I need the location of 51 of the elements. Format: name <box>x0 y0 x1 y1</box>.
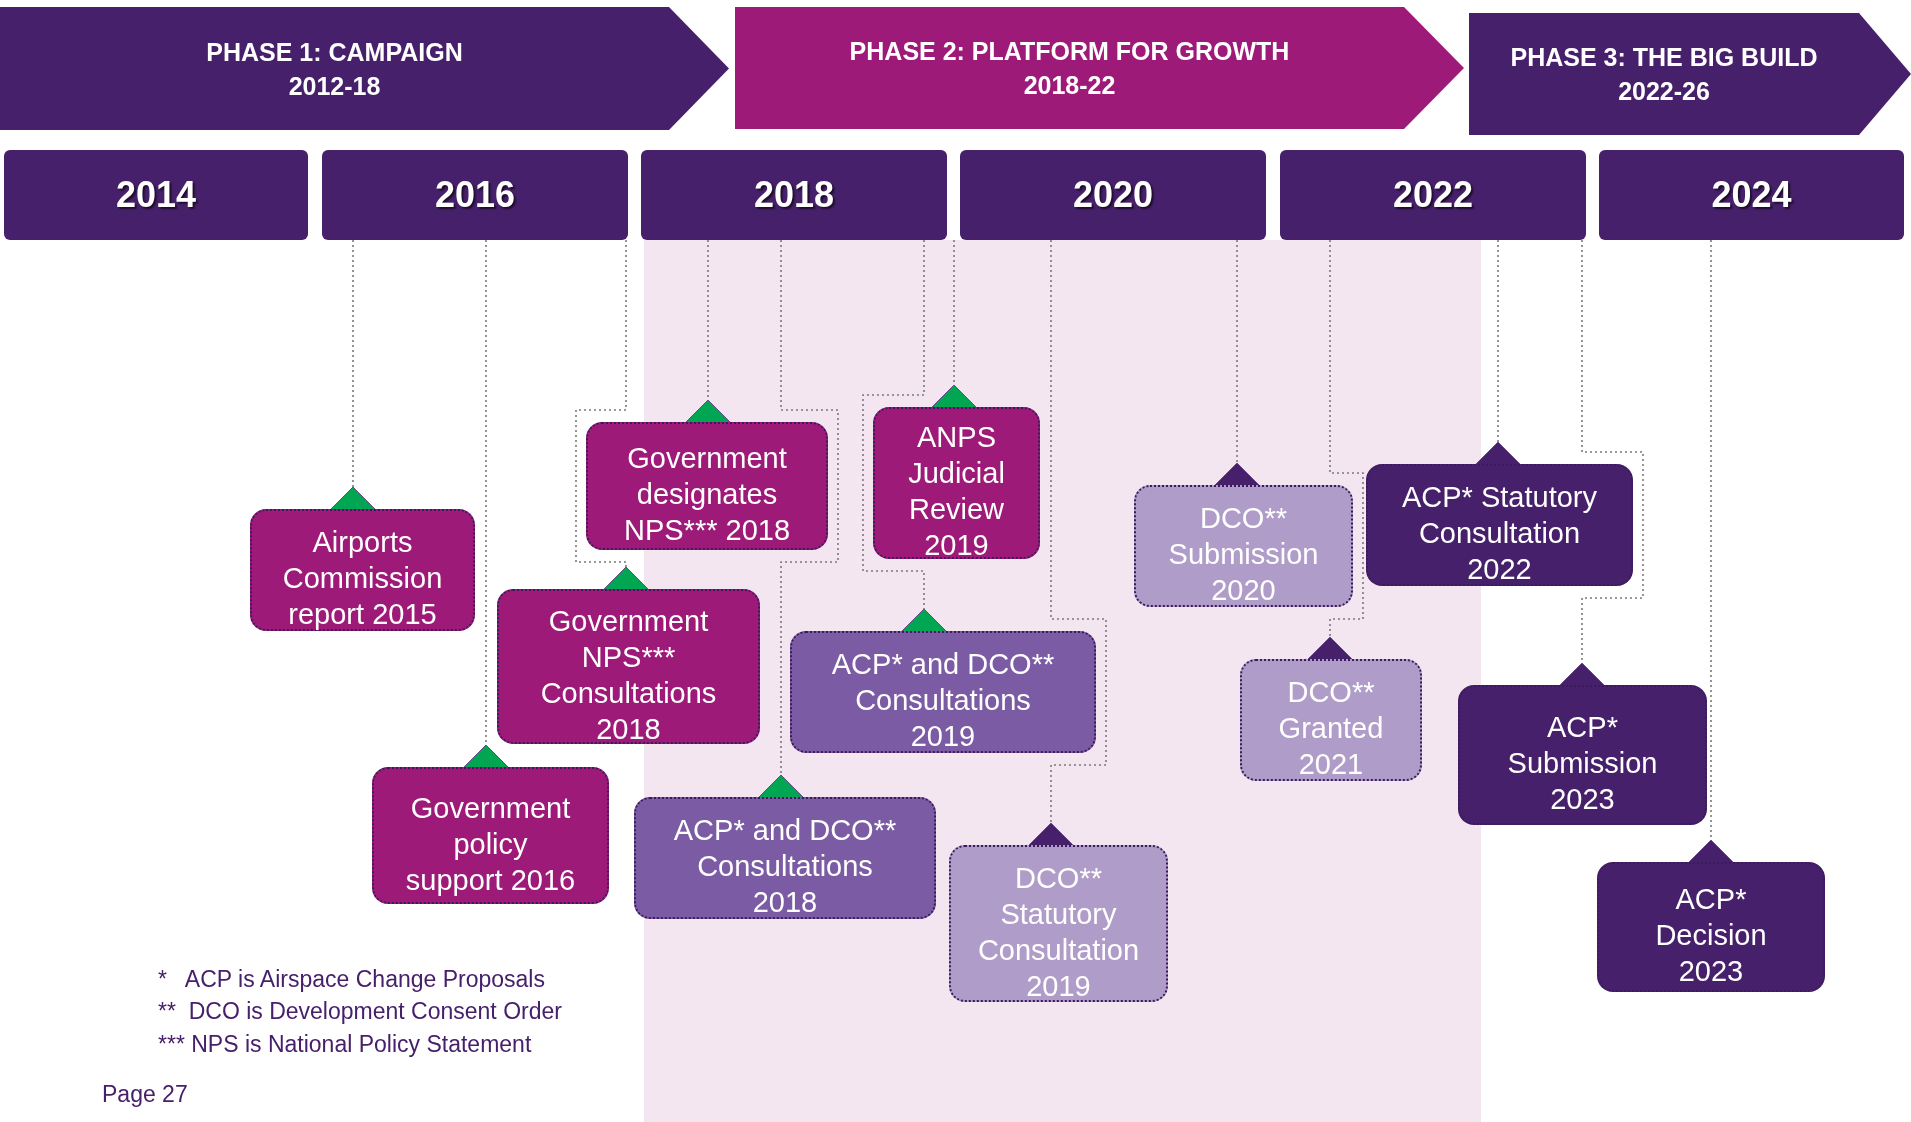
milestone-box <box>949 845 1168 1002</box>
milestone-text: Government designates NPS*** 2018 <box>622 441 792 548</box>
year-label: 2018 <box>753 174 835 216</box>
milestone-text: DCO** Submission 2020 <box>1167 501 1320 608</box>
phase-title: PHASE 1: CAMPAIGN <box>206 36 463 68</box>
milestone-text: ANPS Judicial Review 2019 <box>907 420 1006 563</box>
year-box <box>322 150 628 240</box>
milestone-text: ACP* Decision 2023 <box>1654 882 1768 989</box>
milestone-text: DCO** Statutory Consultation 2019 <box>976 860 1141 1004</box>
footnote: * ACP is Airspace Change Proposals <box>158 966 545 993</box>
phase-title: PHASE 2: PLATFORM FOR GROWTH <box>849 36 1290 67</box>
phase-title: 2022-26 <box>1618 76 1710 107</box>
milestone-box <box>250 509 475 631</box>
milestone-text: DCO** Granted 2021 <box>1277 675 1385 782</box>
year-label: 2016 <box>434 174 516 216</box>
milestone-box <box>497 589 760 744</box>
phase-banner <box>735 7 1464 129</box>
milestone-box <box>790 631 1096 753</box>
year-label: 2014 <box>115 174 197 216</box>
milestone-text: ACP* Submission 2023 <box>1506 710 1659 817</box>
milestone-box <box>873 407 1040 559</box>
milestone-box <box>1597 862 1825 992</box>
milestone-text: ACP* and DCO** Consultations 2018 <box>672 813 898 920</box>
year-box <box>1599 150 1904 240</box>
footnote: ** DCO is Development Consent Order <box>158 998 562 1025</box>
milestone-text: Government policy support 2016 <box>404 790 577 898</box>
milestone-box <box>1458 685 1707 825</box>
milestone-text: ACP* Statutory Consultation 2022 <box>1401 480 1598 587</box>
milestone-text: ACP* and DCO** Consultations 2019 <box>830 647 1056 754</box>
year-box <box>960 150 1266 240</box>
footnote: *** NPS is National Policy Statement <box>158 1031 532 1058</box>
page-number: Page 27 <box>102 1081 188 1108</box>
milestone-text: Airports Commission report 2015 <box>281 525 444 632</box>
milestone-box <box>586 422 828 550</box>
year-label: 2024 <box>1711 174 1792 216</box>
milestone-box <box>1366 464 1633 586</box>
year-box <box>641 150 947 240</box>
phase-title: PHASE 3: THE BIG BUILD <box>1510 42 1818 73</box>
phase-banner <box>1469 13 1911 135</box>
year-label: 2020 <box>1072 174 1154 216</box>
milestone-box <box>1240 659 1422 781</box>
milestone-text: Government NPS*** Consultations 2018 <box>539 603 718 747</box>
phase-title: 2012-18 <box>288 70 381 102</box>
year-label: 2022 <box>1392 174 1474 216</box>
phase-title: 2018-22 <box>1023 70 1116 101</box>
milestone-box <box>634 797 936 919</box>
year-box <box>1280 150 1586 240</box>
milestone-box <box>1134 485 1353 607</box>
year-box <box>4 150 308 240</box>
milestone-box <box>372 767 609 904</box>
phase-banner <box>0 7 729 130</box>
